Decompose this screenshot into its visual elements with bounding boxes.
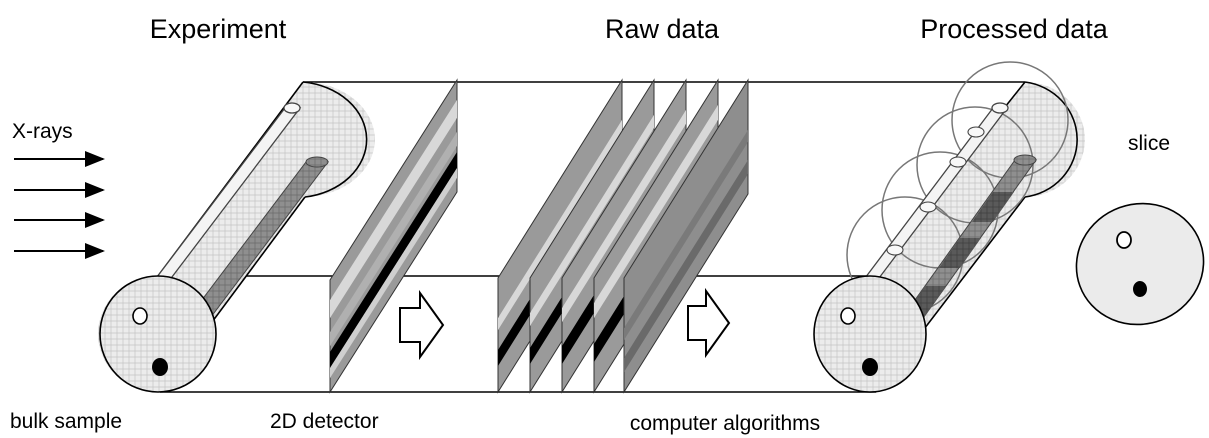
label-xrays: X-rays (12, 120, 73, 143)
heading-raw-data: Raw data (605, 14, 720, 44)
heading-experiment: Experiment (150, 14, 287, 44)
bulk-sample-cylinder (98, 81, 375, 393)
reconstructed-cylinder (813, 61, 1085, 393)
label-slice: slice (1128, 132, 1170, 155)
extracted-slice (1075, 202, 1205, 326)
process-arrow-1 (399, 289, 445, 361)
process-arrow-2 (687, 287, 731, 359)
xray-arrows (14, 151, 105, 259)
bulk-sample-front-face (99, 275, 217, 393)
label-2d-detector: 2D detector (270, 410, 379, 433)
heading-processed-data: Processed data (920, 14, 1109, 44)
label-computer-algorithms: computer algorithms (630, 412, 820, 435)
raw-data-projections (497, 78, 749, 394)
detector-plate (329, 78, 458, 394)
projection-5 (623, 78, 749, 394)
label-bulk-sample: bulk sample (10, 410, 122, 433)
reconstructed-front-face (813, 275, 927, 393)
